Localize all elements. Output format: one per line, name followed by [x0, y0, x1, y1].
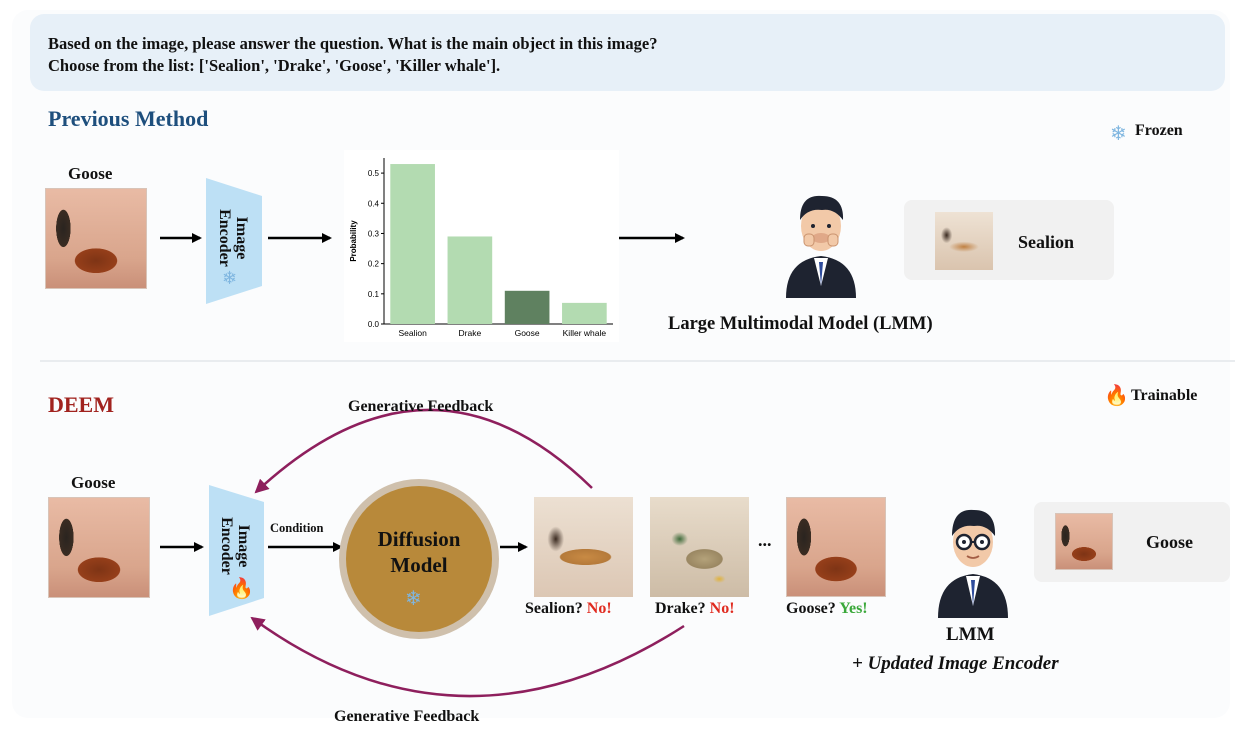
diffusion-snowflake-icon: ❄ [405, 588, 422, 610]
deem-lmm-label: LMM [946, 624, 995, 645]
prev-encoder-shape [206, 178, 262, 304]
generated-goose-image [786, 497, 886, 597]
generated-drake-image [650, 497, 749, 597]
prev-encoder-snowflake-icon: ❄ [222, 268, 238, 288]
chart-y-tick-label: 0.0 [368, 320, 380, 329]
chart-y-tick-label: 0.5 [368, 169, 380, 178]
question-line-2: Choose from the list: ['Sealion', 'Drake… [48, 56, 501, 75]
deem-encoder-label-line1: Image [235, 524, 252, 568]
condition-label: Condition [270, 521, 324, 535]
section-divider [40, 360, 1235, 362]
feedback-arrow-top [254, 408, 593, 494]
snowflake-icon: ❄ [1110, 123, 1127, 145]
prev-lmm-person-icon [786, 195, 856, 298]
prev-input-label: Goose [68, 164, 113, 183]
question-line-1: Based on the image, please answer the qu… [48, 34, 658, 53]
prev-answer-text: Sealion [1018, 232, 1075, 252]
feedback-label-top: Generative Feedback [348, 398, 494, 415]
frozen-label: Frozen [1135, 122, 1183, 139]
candidate-goose-verdict: Yes! [839, 600, 868, 617]
candidate-sealion-verdict: No! [586, 600, 612, 617]
chart-x-tick-label: Sealion [398, 328, 427, 338]
chart-x-tick-label: Drake [459, 328, 482, 338]
deem-answer-text: Goose [1146, 532, 1193, 552]
chart-bar-killer-whale [562, 302, 607, 324]
deem-lmm-person-icon [938, 509, 1008, 618]
diffusion-model-label: Diffusion Model [346, 526, 492, 578]
chart-bar-drake [447, 236, 493, 324]
previous-method-title: Previous Method [48, 106, 209, 131]
candidate-sealion-question: Sealion? [525, 600, 583, 617]
trainable-label: Trainable [1131, 387, 1198, 404]
chart-bar-goose [504, 290, 550, 324]
candidate-drake-question: Drake? [655, 600, 706, 617]
diffusion-label-line1: Diffusion [377, 527, 461, 551]
chart-y-tick-label: 0.3 [368, 229, 380, 238]
feedback-arrow-bottom [250, 616, 685, 698]
candidate-drake-verdict: No! [709, 600, 735, 617]
question-text: Based on the image, please answer the qu… [48, 33, 657, 77]
chart-bar-sealion [390, 164, 435, 324]
fire-icon: 🔥 [1104, 385, 1129, 407]
candidate-sealion-label: Sealion? No! [525, 600, 612, 618]
deem-encoder-fire-icon: 🔥 [229, 578, 254, 600]
chart-x-tick-label: Goose [515, 328, 540, 338]
deem-encoder-shape [209, 485, 264, 616]
candidate-drake-label: Drake? No! [655, 600, 735, 618]
question-box [30, 14, 1225, 91]
deem-answer-goose-image [1055, 513, 1113, 570]
diffusion-model-circle [346, 486, 492, 632]
prev-lmm-label: Large Multimodal Model (LMM) [668, 314, 933, 334]
chart-y-tick-label: 0.4 [368, 199, 380, 208]
chart-y-tick-label: 0.1 [368, 290, 380, 299]
prev-answer-sealion-image [935, 212, 993, 270]
prev-encoder-label-line1: Image [233, 216, 250, 260]
chart-x-tick-label: Killer whale [563, 328, 607, 338]
feedback-label-bottom: Generative Feedback [334, 708, 480, 725]
deem-encoder-label-line2: Encoder [218, 517, 235, 575]
deem-title: DEEM [48, 392, 114, 417]
candidate-goose-label: Goose? Yes! [786, 600, 868, 618]
chart-y-tick-label: 0.2 [368, 260, 380, 269]
deem-input-goose-image [48, 497, 150, 598]
ellipsis: ... [758, 530, 772, 550]
candidate-goose-question: Goose? [786, 600, 836, 617]
deem-lmm-sublabel: + Updated Image Encoder [852, 653, 1059, 674]
diffusion-label-line2: Model [390, 553, 448, 577]
generated-sealion-image [534, 497, 633, 597]
deem-input-label: Goose [71, 473, 116, 492]
prev-encoder-label-line2: Encoder [216, 209, 233, 267]
chart-y-axis-label: Probability [349, 220, 358, 262]
prev-input-goose-image [45, 188, 147, 289]
